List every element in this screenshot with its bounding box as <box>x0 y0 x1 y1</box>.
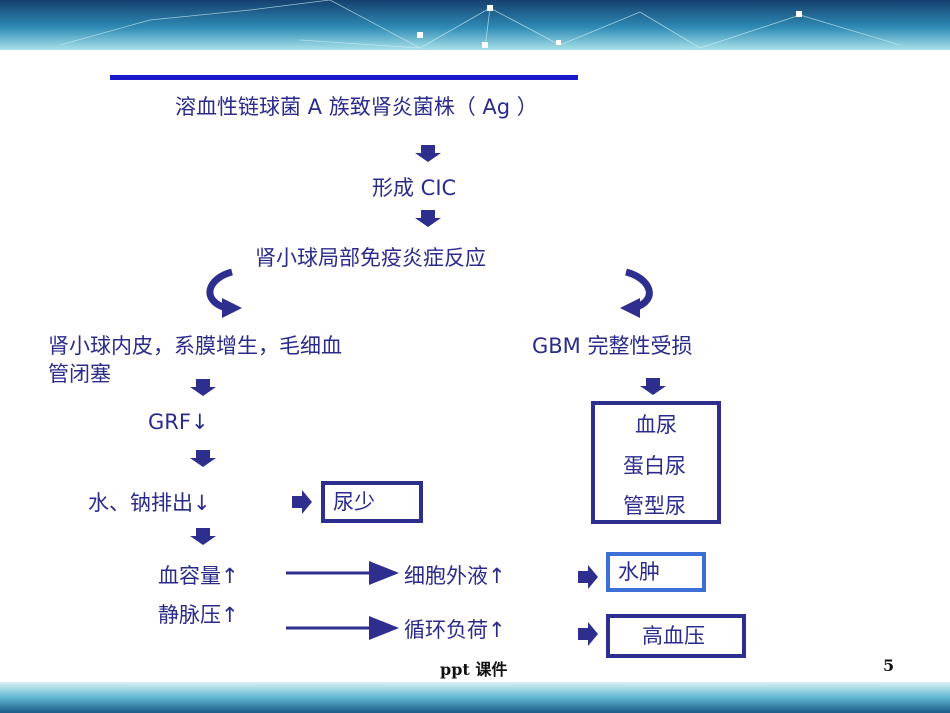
node-proteinuria: 蛋白尿 <box>623 454 686 478</box>
node-circ-load: 循环负荷↑ <box>404 618 506 642</box>
node-hypertension: 高血压 <box>642 624 705 648</box>
node-oliguria: 尿少 <box>333 490 375 514</box>
right-arrows <box>292 490 598 646</box>
node-left-branch-line2: 管闭塞 <box>48 362 111 386</box>
box-urine-findings: 血尿 蛋白尿 管型尿 <box>591 401 721 524</box>
curved-arrow-left <box>206 268 242 318</box>
node-cic: 形成 CIC <box>372 176 457 200</box>
curved-arrow-right <box>620 268 653 318</box>
node-strep: 溶血性链球菌 A 族致肾炎菌株（ Ag ） <box>175 95 538 119</box>
node-cast-urine: 管型尿 <box>623 494 686 518</box>
footer-band <box>0 682 950 713</box>
node-venous-pressure: 静脉压↑ <box>158 603 239 627</box>
footer-text: ppt 课件 <box>440 660 508 679</box>
node-left-branch-line1: 肾小球内皮，系膜增生，毛细血 <box>48 334 342 358</box>
node-right-branch: GBM 完整性受损 <box>532 334 693 358</box>
down-arrows <box>190 145 666 545</box>
page-number: 5 <box>883 656 895 675</box>
title-bar <box>110 75 578 80</box>
box-oliguria: 尿少 <box>321 481 423 523</box>
node-hematuria: 血尿 <box>635 413 677 437</box>
node-glom-reaction: 肾小球局部免疫炎症反应 <box>255 246 486 270</box>
node-water-sodium: 水、钠排出↓ <box>88 491 211 515</box>
box-edema: 水肿 <box>606 552 706 592</box>
node-edema: 水肿 <box>618 560 660 584</box>
node-grf: GRF↓ <box>148 410 209 434</box>
node-blood-volume: 血容量↑ <box>158 564 239 588</box>
node-ecf: 细胞外液↑ <box>404 564 506 588</box>
header-band <box>0 0 950 50</box>
box-hypertension: 高血压 <box>606 614 746 658</box>
